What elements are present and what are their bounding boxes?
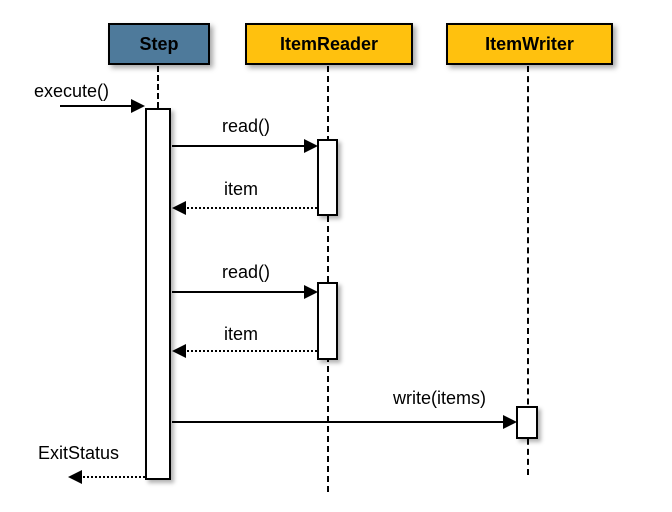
message-arrow-item-2 (172, 344, 317, 358)
lifeline-itemreader (327, 66, 329, 492)
message-label-item-1: item (224, 179, 259, 199)
activation-bar-itemreader-2 (317, 282, 338, 360)
actor-itemreader-label: ItemReader (279, 33, 379, 54)
actor-itemwriter-label: ItemWriter (485, 33, 574, 54)
message-arrow-execute (60, 99, 145, 113)
actor-itemreader: ItemReader (245, 23, 413, 65)
message-label-read-2: read() (222, 262, 271, 282)
message-label-write-items: write(items) (393, 388, 486, 408)
message-label-exitstatus: ExitStatus (38, 443, 120, 463)
actor-itemwriter: ItemWriter (446, 23, 613, 65)
actor-step: Step (108, 23, 210, 65)
lifeline-itemwriter (527, 66, 529, 475)
lifeline-step (157, 66, 159, 108)
message-arrow-read-1 (172, 139, 318, 153)
message-arrow-read-2 (172, 285, 318, 299)
message-arrow-write-items (172, 415, 517, 429)
activation-bar-itemreader-1 (317, 139, 338, 216)
message-arrow-exitstatus (68, 470, 145, 484)
actor-step-label: Step (139, 33, 179, 54)
activation-bar-itemwriter (516, 406, 538, 439)
activation-bar-step (145, 108, 171, 480)
message-arrow-item-1 (172, 201, 317, 215)
message-label-execute: execute() (34, 81, 110, 101)
message-label-item-2: item (224, 324, 259, 344)
message-label-read-1: read() (222, 116, 271, 136)
